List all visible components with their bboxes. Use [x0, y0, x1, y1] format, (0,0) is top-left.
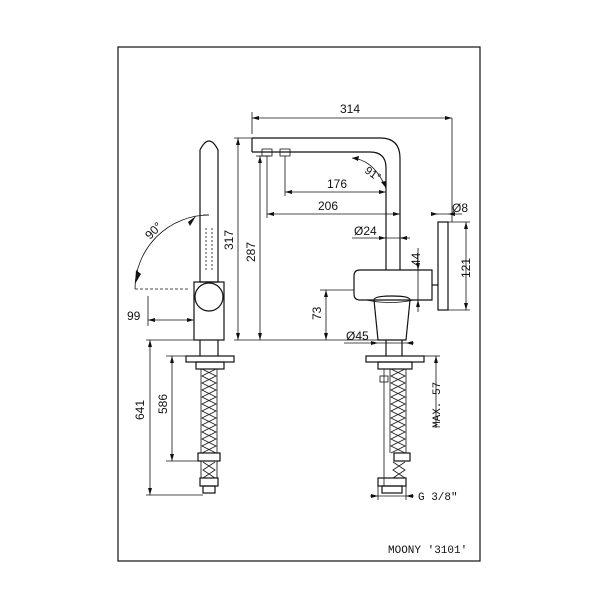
side-ball-joint — [194, 282, 224, 312]
side-hose-nut — [202, 485, 216, 494]
front-hose-fitting-top — [393, 452, 411, 462]
front-base-plate — [365, 355, 425, 363]
front-base-cylinder — [373, 295, 411, 341]
dim-projection-label: 99 — [127, 309, 141, 323]
front-spout-outer — [252, 137, 401, 270]
front-hose-fitting-bottom — [377, 477, 407, 487]
thread-label: G 3/8" — [418, 492, 458, 504]
model-name: MOONY '3101' — [388, 545, 467, 557]
dim-base-height-label: 73 — [310, 306, 324, 320]
dim-body-height-label: 44 — [409, 252, 423, 266]
dim-height-spout-label: 287 — [244, 242, 258, 262]
dim-hose-length-label: 586 — [156, 394, 170, 414]
swivel-arrow-bottom — [135, 270, 141, 284]
side-braided-hoses — [200, 368, 218, 454]
dim-total-length-label: 641 — [133, 400, 147, 420]
dim-spout-outer-label: 206 — [318, 199, 338, 213]
dim-spout-diameter-label: Ø24 — [354, 224, 377, 238]
side-view: 90° 99 641 586 — [127, 140, 235, 496]
side-spout-tube — [199, 140, 219, 283]
side-hose-fitting-bottom — [199, 477, 219, 487]
dim-base-diameter-label: Ø45 — [346, 329, 369, 343]
side-hose-lower — [200, 461, 218, 478]
dim-max-thickness-label: MAX. 57 — [432, 382, 444, 428]
front-spout-inner — [252, 151, 387, 270]
swivel-angle-label: 90° — [142, 219, 165, 242]
front-braided-hose — [389, 368, 407, 454]
side-base-plate — [185, 355, 235, 363]
dim-handle-height-label: 121 — [459, 258, 473, 278]
side-body — [193, 281, 225, 341]
spout-angle-label: 91° — [362, 165, 383, 184]
side-hose-fitting-top — [197, 452, 221, 462]
dim-handle-diameter-label: Ø8 — [452, 201, 468, 215]
swivel-arc — [134, 214, 210, 290]
dim-height-total-label: 317 — [222, 230, 236, 250]
dim-spout-inner-label: 176 — [327, 177, 347, 191]
dim-reach-label: 314 — [340, 102, 360, 116]
front-base-nut — [377, 361, 413, 370]
front-rod-nut — [379, 375, 389, 383]
front-view: 314 317 287 176 206 91° — [222, 102, 473, 504]
swivel-arrow-top — [188, 216, 196, 226]
side-base-nut — [195, 361, 225, 370]
front-handle-lever — [437, 221, 449, 311]
front-hose-nut — [381, 485, 403, 494]
front-body — [353, 269, 433, 301]
drawing-frame — [117, 46, 481, 562]
